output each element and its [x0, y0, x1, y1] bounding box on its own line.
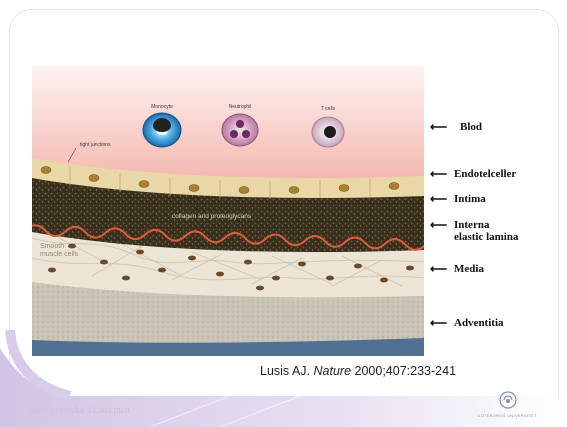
- artery-illustration: Monocyte Neutrophil T cells tight juncti…: [32, 66, 424, 356]
- label-media: ⟵ Media: [430, 263, 484, 275]
- smooth-muscle-label-1: Smooth: [40, 243, 64, 250]
- monocyte-cell: [143, 113, 181, 147]
- arrow-left-icon: ⟵: [430, 193, 454, 205]
- label-blod: ⟵ Blod: [430, 121, 482, 133]
- label-endotelceller: ⟵ Endotelceller: [430, 168, 516, 180]
- footer-institution: Sahlgrenska akademin: [30, 405, 130, 416]
- monocyte-label: Monocyte: [151, 104, 173, 110]
- t-cell-label: T cells: [321, 106, 336, 112]
- arrow-left-icon: ⟵: [430, 317, 454, 329]
- collagen-label: collagen and proteoglycans: [172, 213, 252, 220]
- footer-university: GÖTEBORGS UNIVERSITET: [476, 413, 538, 418]
- citation-journal: Nature: [314, 364, 352, 378]
- t-cell: [312, 117, 344, 147]
- smooth-muscle-label-2: muscle cells: [40, 251, 79, 258]
- label-intima: ⟵ Intima: [430, 193, 486, 205]
- neutrophil-cell: [222, 114, 258, 146]
- label-adventitia: ⟵ Adventitia: [430, 317, 504, 329]
- label-media-text: Media: [454, 263, 484, 275]
- label-adventitia-text: Adventitia: [454, 317, 504, 329]
- citation: Lusis AJ. Nature 2000;407:233-241: [260, 364, 456, 378]
- arrow-left-icon: ⟵: [430, 168, 454, 180]
- neutrophil-label: Neutrophil: [229, 104, 252, 110]
- tight-junctions-label: tight junctions: [80, 142, 111, 148]
- label-endotelceller-text: Endotelceller: [454, 168, 516, 180]
- citation-ref: 2000;407:233-241: [355, 364, 456, 378]
- label-interna: ⟵ Interna elastic lamina: [430, 219, 518, 243]
- label-interna-text: Interna elastic lamina: [454, 219, 518, 243]
- label-intima-text: Intima: [454, 193, 486, 205]
- university-logo-icon: [498, 390, 518, 410]
- layer-labels: ⟵ Blod ⟵ Endotelceller ⟵ Intima ⟵ Intern…: [430, 0, 567, 427]
- label-blod-text: Blod: [460, 121, 482, 133]
- citation-author: Lusis AJ.: [260, 364, 310, 378]
- arrow-left-icon: ⟵: [430, 263, 454, 275]
- arrow-left-icon: ⟵: [430, 121, 454, 133]
- arrow-left-icon: ⟵: [430, 219, 454, 231]
